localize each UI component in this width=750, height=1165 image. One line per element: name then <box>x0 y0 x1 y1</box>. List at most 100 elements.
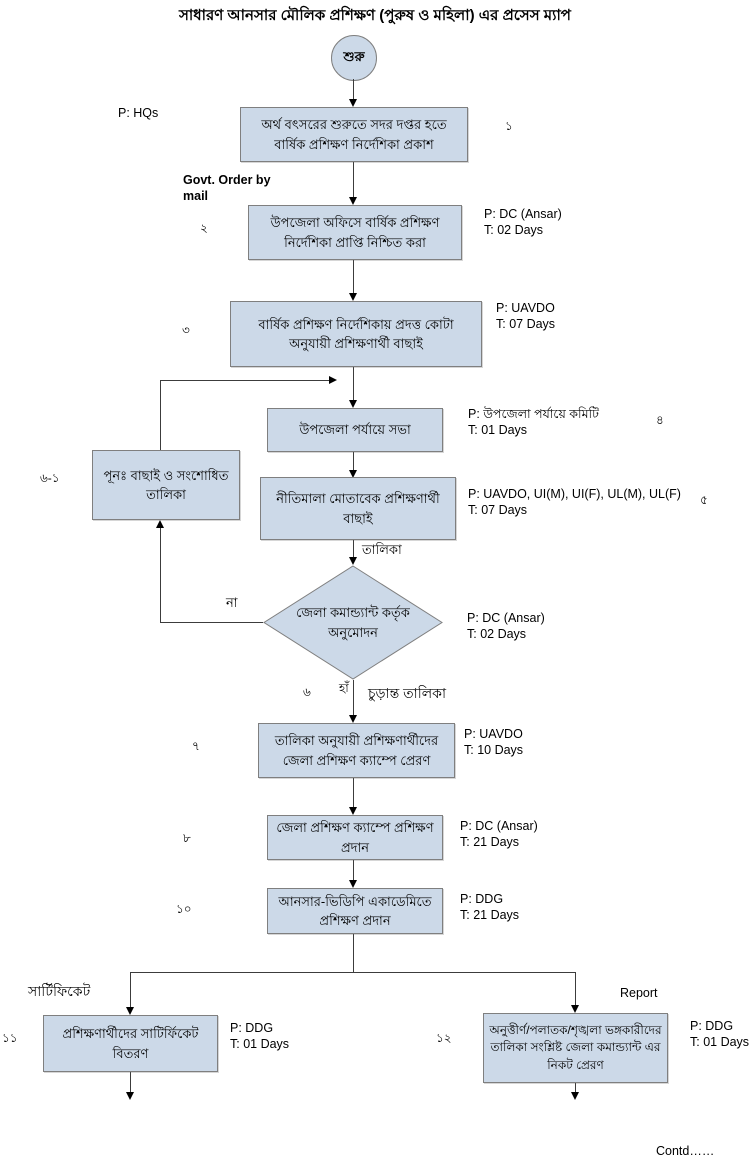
step1-annotation: P: HQs <box>118 105 158 121</box>
step4-number: ৪ <box>656 413 664 427</box>
arrowhead-right-icon <box>329 376 337 384</box>
certificate-label: সার্টিফিকেট <box>28 983 91 999</box>
step4-annotation: P: উপজেলা পর্যায়ে কমিটি T: 01 Days <box>468 406 599 439</box>
annotation-t: T: 21 Days <box>460 908 520 923</box>
step5-box: নীতিমালা মোতাবেক প্রশিক্ষণার্থী বাছাই <box>260 477 456 540</box>
arrowhead-down-icon <box>349 99 357 107</box>
yes-label: হাঁ <box>339 681 349 695</box>
step8-number: ৮ <box>183 831 191 845</box>
diamond-shape-icon <box>263 565 443 680</box>
annotation-p: P: DDG <box>230 1021 274 1035</box>
govt-order-label: Govt. Order by mail <box>183 173 271 204</box>
step8-annotation: P: DC (Ansar) T: 21 Days <box>460 818 538 851</box>
annotation-t: T: 01 Days <box>230 1037 290 1052</box>
annotation-t: T: 07 Days <box>468 503 528 518</box>
step12-box: অনুত্তীর্ণ/পলাতক/শৃঙ্খলা ভঙ্গকারীদের তাল… <box>483 1013 668 1083</box>
annotation-p: P: DDG <box>690 1019 734 1033</box>
start-label: শুরু <box>343 48 365 64</box>
arrowhead-down-icon <box>571 1092 579 1100</box>
connector-step10-split <box>353 934 354 972</box>
no-label: না <box>226 595 238 610</box>
feedback-vertical-line <box>160 380 161 450</box>
step10-box: আনসার-ভিডিপি একাডেমিতে প্রশিক্ষণ প্রদান <box>267 888 443 934</box>
step3-box: বার্ষিক প্রশিক্ষণ নির্দেশিকায় প্রদত্ত ক… <box>230 301 482 367</box>
connector-step4-step5 <box>353 452 354 471</box>
decision-annotation: P: DC (Ansar) T: 02 Days <box>467 610 545 643</box>
annotation-t: T: 21 Days <box>460 835 520 850</box>
annotation-t: T: 10 Days <box>464 743 524 758</box>
decision-label: জেলা কমান্ড্যান্ট কর্তৃক অনুমোদন <box>296 604 410 640</box>
arrowhead-down-icon <box>571 1005 579 1013</box>
annotation-t: T: 01 Days <box>468 423 528 438</box>
arrowhead-down-icon <box>349 715 357 723</box>
step1-number: ১ <box>505 119 513 133</box>
annotation-t: T: 01 Days <box>690 1035 750 1050</box>
annotation-p: P: UAVDO <box>496 301 555 315</box>
start-node: শুরু <box>331 35 377 81</box>
annotation-t: T: 02 Days <box>467 627 527 642</box>
step7-number: ৭ <box>192 739 200 753</box>
arrowhead-down-icon <box>349 557 357 565</box>
annotation-p: P: DC (Ansar) <box>467 611 545 625</box>
no-branch-vertical-line <box>160 527 161 622</box>
connector-step2-step3 <box>353 260 354 294</box>
step8-box: জেলা প্রশিক্ষণ ক্যাম্পে প্রশিক্ষণ প্রদান <box>267 815 443 860</box>
step2-box: উপজেলা অফিসে বার্ষিক প্রশিক্ষণ নির্দেশিক… <box>248 205 462 260</box>
arrowhead-down-icon <box>349 400 357 408</box>
connector-start-step1 <box>353 79 354 100</box>
connector-step7-step8 <box>353 778 354 808</box>
step7-box: তালিকা অনুযায়ী প্রশিক্ষণার্থীদের জেলা প… <box>258 723 455 778</box>
report-label: Report <box>620 986 658 1000</box>
step12-number: ১২ <box>436 1031 452 1045</box>
connector-step8-step10 <box>353 860 354 881</box>
step5-annotation: P: UAVDO, UI(M), UI(F), UL(M), UL(F) T: … <box>468 486 681 519</box>
connector-step11-out <box>130 1072 131 1093</box>
final-list-label: চুড়ান্ত তালিকা <box>368 685 447 701</box>
arrowhead-up-icon <box>156 520 164 528</box>
step11-box: প্রশিক্ষণার্থীদের সাটির্ফিকেট বিতরণ <box>43 1015 218 1072</box>
decision-number: ৬ <box>303 685 311 699</box>
contd-label: Contd…… <box>656 1144 715 1158</box>
step4-box: উপজেলা পর্যায়ে সভা <box>267 408 443 452</box>
annotation-t: T: 07 Days <box>496 317 556 332</box>
annotation-p: P: HQs <box>118 106 159 120</box>
step3-annotation: P: UAVDO T: 07 Days <box>496 300 555 333</box>
connector-split-step11 <box>130 972 131 1008</box>
connector-decision-step7 <box>353 680 354 716</box>
annotation-p: P: DC (Ansar) <box>484 207 562 221</box>
connector-step1-step2 <box>353 162 354 198</box>
step10-number: ১০ <box>176 902 192 916</box>
step2-annotation: P: DC (Ansar) T: 02 Days <box>484 206 562 239</box>
arrowhead-down-icon <box>349 470 357 478</box>
step10-annotation: P: DDG T: 21 Days <box>460 891 519 924</box>
step1-box: অর্থ বৎসরের শুরুতে সদর দপ্তর হতে বার্ষিক… <box>240 107 468 162</box>
step7-annotation: P: UAVDO T: 10 Days <box>464 726 523 759</box>
split-horizontal-line <box>130 972 575 973</box>
step12-annotation: P: DDG T: 01 Days <box>690 1018 749 1051</box>
annotation-p: P: UAVDO <box>464 727 523 741</box>
annotation-p: P: DDG <box>460 892 504 906</box>
decision-diamond: জেলা কমান্ড্যান্ট কর্তৃক অনুমোদন <box>263 565 443 680</box>
arrowhead-down-icon <box>126 1092 134 1100</box>
connector-step12-out <box>575 1083 576 1093</box>
feedback-horizontal-line <box>160 380 329 381</box>
step11-number: ১১ <box>2 1031 18 1045</box>
connector-split-step12 <box>575 972 576 1006</box>
annotation-t: T: 02 Days <box>484 223 544 238</box>
connector-step3-step4 <box>353 367 354 401</box>
step3-number: ৩ <box>182 323 190 337</box>
annotation-p: P: UAVDO, UI(M), UI(F), UL(M), UL(F) <box>468 487 681 501</box>
arrowhead-down-icon <box>126 1007 134 1015</box>
revise-number: ৬-১ <box>40 471 60 485</box>
arrowhead-down-icon <box>349 807 357 815</box>
annotation-p: P: DC (Ansar) <box>460 819 538 833</box>
page-title: সাধারণ আনসার মৌলিক প্রশিক্ষণ (পুরুষ ও মহ… <box>179 7 571 24</box>
connector-step5-decision <box>353 540 354 558</box>
step2-number: ২ <box>200 221 208 235</box>
arrowhead-down-icon <box>349 197 357 205</box>
step11-annotation: P: DDG T: 01 Days <box>230 1020 289 1053</box>
no-branch-horizontal-line <box>160 622 263 623</box>
revise-box: পূনঃ বাছাই ও সংশোধিত তালিকা <box>92 450 240 520</box>
arrowhead-down-icon <box>349 293 357 301</box>
